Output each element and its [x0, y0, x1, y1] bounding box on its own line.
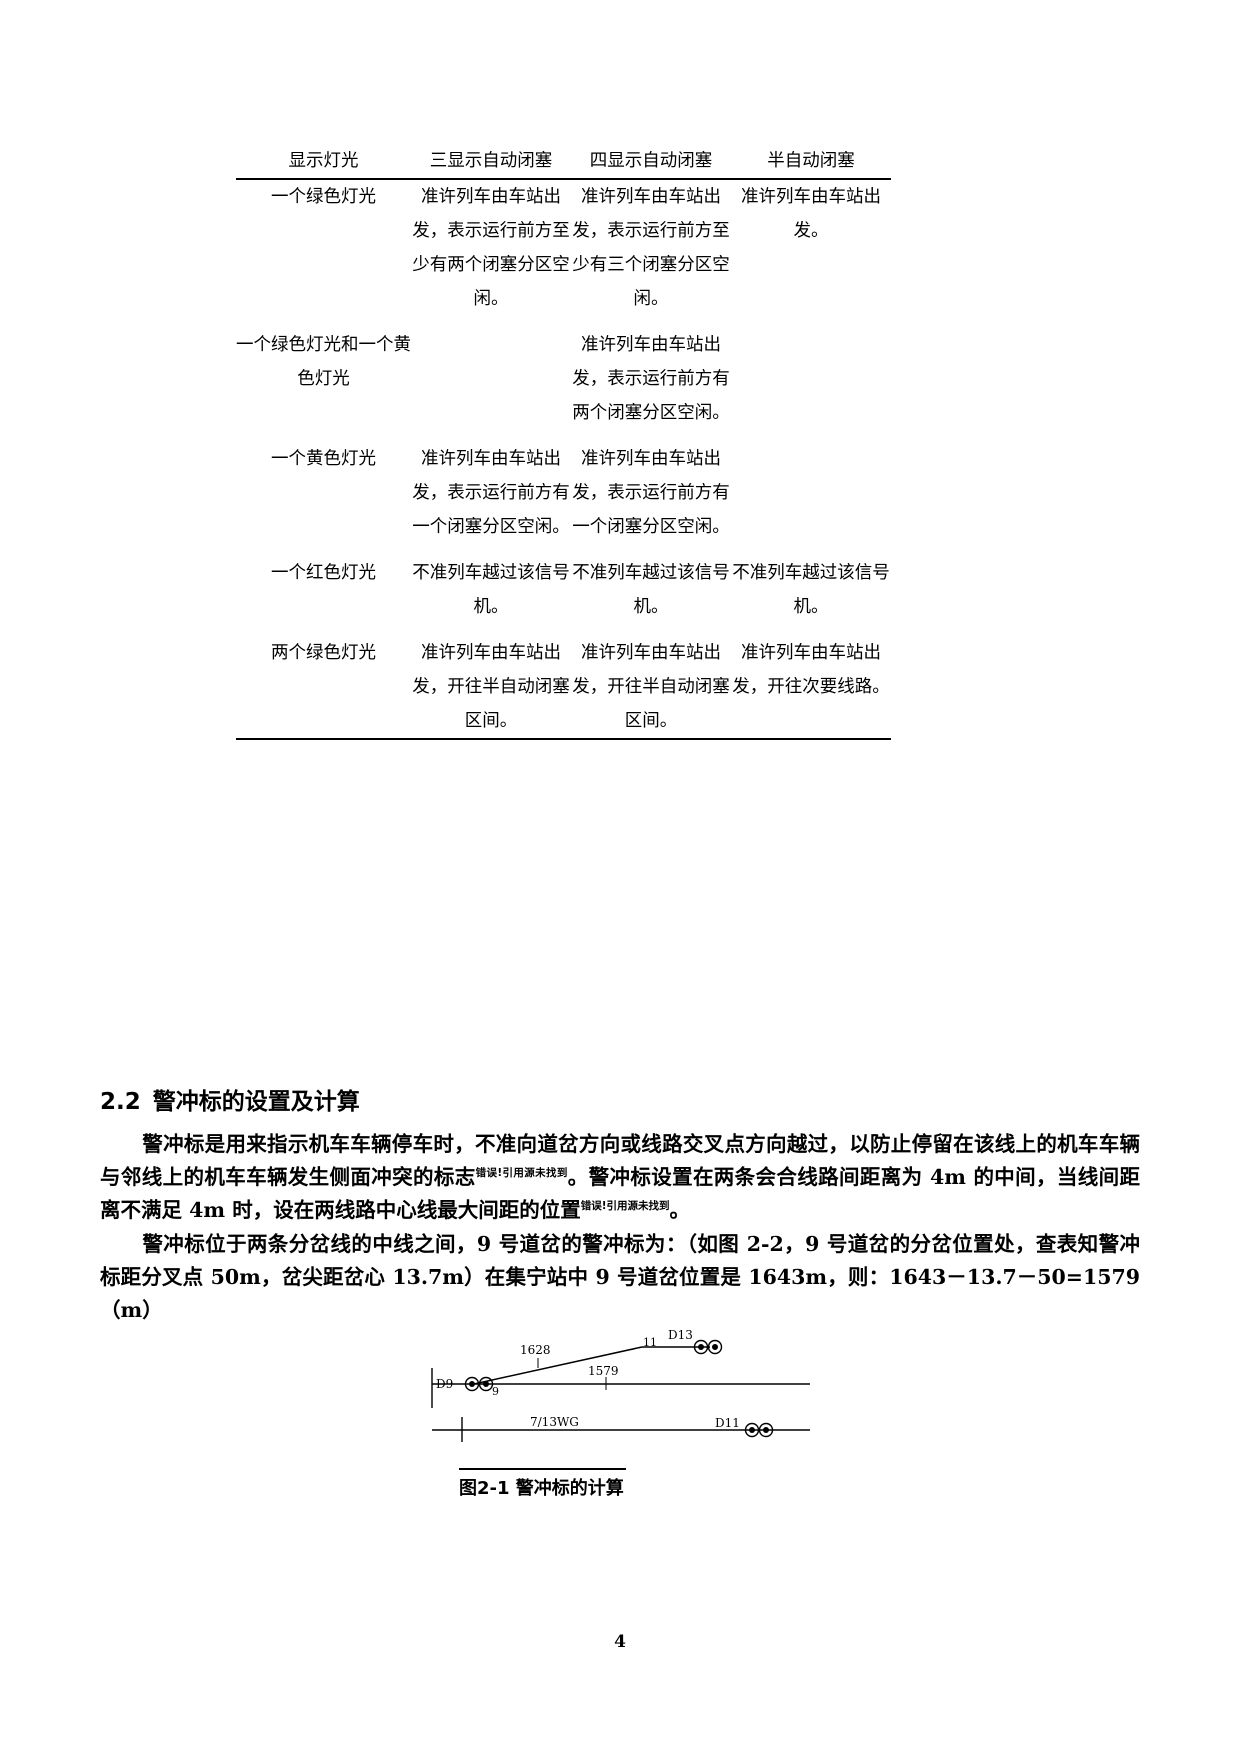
table-row: 一个绿色灯光 准许列车由车站出发，表示运行前方至少有两个闭塞分区空闲。 准许列车…	[236, 178, 891, 316]
table-header-row: 显示灯光 三显示自动闭塞 四显示自动闭塞 半自动闭塞	[236, 144, 891, 179]
figure-label-d11: D11	[715, 1416, 740, 1430]
section-number: 2.2	[100, 1089, 141, 1115]
paragraph-text-part-3: 。	[669, 1198, 691, 1222]
cell-four-aspect: 准许列车由车站出发，表示运行前方至少有三个闭塞分区空闲。	[571, 178, 731, 316]
cell-semi-auto: 准许列车由车站出发。	[731, 178, 891, 316]
table-row: 两个绿色灯光 准许列车由车站出发，开往半自动闭塞区间。 准许列车由车站出发，开往…	[236, 636, 891, 739]
figure-label-7-13wg: 7/13WG	[530, 1415, 579, 1429]
signal-symbol-d11	[744, 1422, 774, 1438]
signal-symbol-d13	[693, 1339, 723, 1355]
paragraph-jingchongbiao-definition: 警冲标是用来指示机车车辆停车时，不准向道岔方向或线路交叉点方向越过，以防止停留在…	[100, 1128, 1140, 1227]
cell-light: 两个绿色灯光	[271, 643, 376, 663]
error-reference-2: 错误!引用源未找到	[580, 1200, 670, 1213]
cell-semi-auto: 不准列车越过该信号机。	[732, 563, 890, 617]
error-reference-1: 错误!引用源未找到	[475, 1167, 568, 1180]
table-header-cell-light: 显示灯光	[288, 151, 359, 171]
figure-label-d13: D13	[668, 1328, 693, 1342]
cell-semi-auto	[731, 442, 891, 544]
table-row-spacer	[236, 544, 891, 556]
cell-semi-auto	[731, 328, 891, 430]
cell-light: 一个绿色灯光	[236, 178, 411, 316]
cell-four-aspect: 不准列车越过该信号机。	[572, 563, 730, 617]
figure-label-d9: D9	[436, 1377, 453, 1391]
section-title: 警冲标的设置及计算	[152, 1089, 360, 1115]
section-heading: 2.2 警冲标的设置及计算	[100, 1082, 360, 1116]
paragraph-text: 警冲标位于两条分岔线的中线之间，9 号道岔的警冲标为：（如图 2-2，9 号道岔…	[100, 1232, 1140, 1322]
signal-aspects-table-wrapper: 显示灯光 三显示自动闭塞 四显示自动闭塞 半自动闭塞 一个绿色灯光 准许列车由车…	[236, 144, 891, 741]
table-row: 一个红色灯光 不准列车越过该信号机。 不准列车越过该信号机。 不准列车越过该信号…	[236, 556, 891, 624]
figure-caption: 图2-1 警冲标的计算	[459, 1468, 626, 1500]
cell-three-aspect: 准许列车由车站出发，表示运行前方至少有两个闭塞分区空闲。	[411, 178, 571, 316]
page-number: 4	[614, 1632, 626, 1652]
signal-symbol-d9	[464, 1376, 494, 1392]
table-row: 一个黄色灯光 准许列车由车站出发，表示运行前方有一个闭塞分区空闲。 准许列车由车…	[236, 442, 891, 544]
cell-three-aspect	[411, 328, 571, 430]
table-header-cell-three-aspect: 三显示自动闭塞	[429, 151, 553, 171]
figure-label-9: 9	[492, 1385, 499, 1398]
cell-three-aspect: 不准列车越过该信号机。	[412, 563, 570, 617]
table-header-cell-four-aspect: 四显示自动闭塞	[589, 151, 713, 171]
cell-light: 一个绿色灯光和一个黄色灯光	[236, 335, 411, 389]
paragraph-text-part-1: 警冲标是用来指示机车车辆停车时，不准向道岔方向或线路交叉点方向越过，以防止停留在…	[100, 1132, 1140, 1189]
turnout-diverging-line	[473, 1346, 643, 1385]
cell-three-aspect: 准许列车由车站出发，开往半自动闭塞区间。	[412, 643, 570, 731]
cell-semi-auto: 准许列车由车站出发，开往次要线路。	[732, 643, 890, 697]
table-row-spacer	[236, 624, 891, 636]
table-bottom-rule	[236, 738, 891, 741]
paragraph-jingchongbiao-calculation: 警冲标位于两条分岔线的中线之间，9 号道岔的警冲标为：（如图 2-2，9 号道岔…	[100, 1228, 1140, 1327]
cell-four-aspect: 准许列车由车站出发，表示运行前方有一个闭塞分区空闲。	[572, 449, 730, 537]
table-row-spacer	[236, 430, 891, 442]
cell-light: 一个黄色灯光	[271, 449, 376, 469]
figure-label-1628: 1628	[520, 1343, 551, 1357]
cell-four-aspect: 准许列车由车站出发，开往半自动闭塞区间。	[572, 643, 730, 731]
table-row-spacer	[236, 316, 891, 328]
track-layout-svg: D13 11 D9 9 1628 1579 7/13WG D11	[431, 1328, 810, 1442]
figure-label-1579: 1579	[588, 1364, 619, 1378]
track-layout-figure: D13 11 D9 9 1628 1579 7/13WG D11	[410, 1322, 830, 1462]
cell-light: 一个红色灯光	[271, 563, 376, 583]
table-row: 一个绿色灯光和一个黄色灯光 准许列车由车站出发，表示运行前方有两个闭塞分区空闲。	[236, 328, 891, 430]
cell-three-aspect: 准许列车由车站出发，表示运行前方有一个闭塞分区空闲。	[412, 449, 570, 537]
cell-four-aspect: 准许列车由车站出发，表示运行前方有两个闭塞分区空闲。	[572, 335, 730, 423]
signal-aspects-table: 显示灯光 三显示自动闭塞 四显示自动闭塞 半自动闭塞 一个绿色灯光 准许列车由车…	[236, 144, 891, 741]
table-header-cell-semi-auto: 半自动闭塞	[767, 151, 855, 171]
figure-label-11: 11	[643, 1336, 657, 1349]
paragraph-text-part-2: 。警冲标设置在两条会合线路间距离为 4m 的中间，当线间距离不满足 4m 时，设…	[100, 1165, 1141, 1222]
